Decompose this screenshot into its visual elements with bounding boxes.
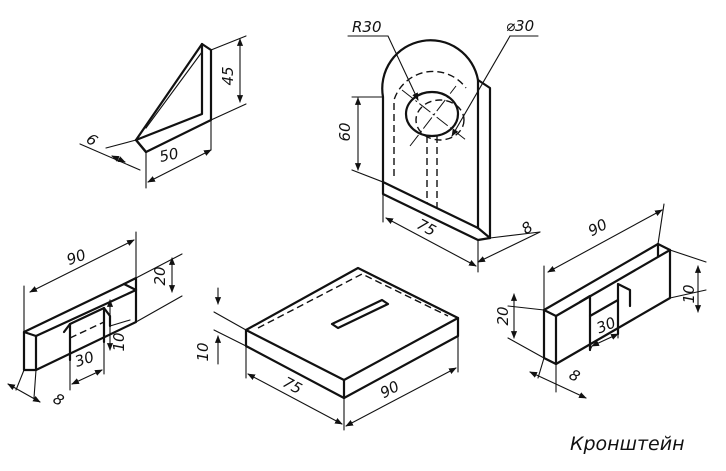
upright-hole-label: ⌀30 bbox=[506, 17, 534, 35]
left-bar-thickness-label: 8 bbox=[50, 389, 67, 409]
rib-part: 45 50 6 bbox=[79, 35, 247, 189]
left-bar-part: 90 20 30 10 8 bbox=[7, 231, 183, 410]
right-bar-slot-depth-label: 10 bbox=[680, 284, 698, 303]
left-bar-slot-depth-label: 10 bbox=[110, 332, 128, 351]
left-bar-height-label: 20 bbox=[151, 266, 169, 285]
drawing-caption: Кронштейн bbox=[570, 433, 685, 455]
right-bar-thickness-label: 8 bbox=[566, 365, 583, 385]
right-bar-slot-width-label: 30 bbox=[594, 313, 618, 337]
left-bar-slot-width-label: 30 bbox=[73, 348, 97, 371]
base-width-label: 75 bbox=[280, 373, 305, 398]
hole-circle bbox=[404, 90, 460, 138]
upright-height-label: 60 bbox=[336, 122, 354, 141]
right-bar-height-label: 20 bbox=[494, 306, 512, 325]
upright-radius-label: R30 bbox=[352, 18, 382, 36]
upright-part: R30 ⌀30 60 75 8 bbox=[336, 17, 541, 273]
rib-height-label: 45 bbox=[219, 66, 237, 85]
right-bar-length-label: 90 bbox=[585, 215, 610, 240]
base-plate-part: 10 75 90 bbox=[194, 266, 460, 431]
base-height-label: 10 bbox=[194, 342, 212, 361]
rib-length-label: 50 bbox=[158, 144, 180, 166]
left-bar-length-label: 90 bbox=[64, 246, 88, 269]
